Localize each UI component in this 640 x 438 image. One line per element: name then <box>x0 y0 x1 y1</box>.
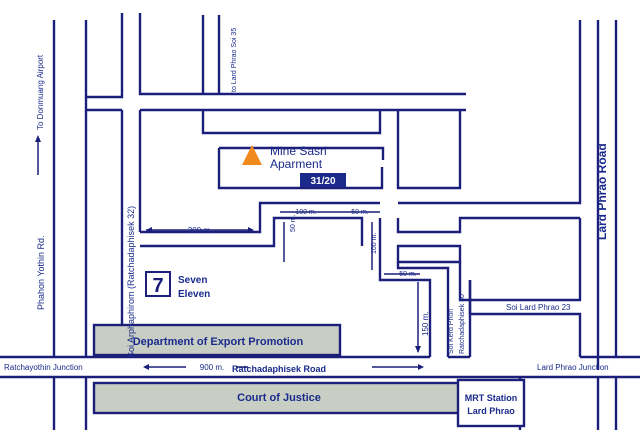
dist-head-900c <box>418 364 424 370</box>
label-soi-lard-phrao-23: Soi Lard Phrao 23 <box>506 303 571 312</box>
label-phahon-yothin: Phahon Yothin Rd. <box>36 235 46 310</box>
dist-100a: 100 m. <box>295 209 316 216</box>
road-block-loop <box>217 148 384 190</box>
label-soi-kerd-phon: Soi Kerd Phon <box>448 309 455 354</box>
road-soi-lard-phrao-23-bottom <box>468 280 582 357</box>
building-mrt <box>456 378 526 428</box>
dist-head-900a <box>143 364 149 370</box>
label-soi-arphaphirom: Soi Arphaphirom (Ratchadaphisek 32) <box>126 206 136 358</box>
building-court <box>92 381 466 415</box>
dist-head-200b <box>248 227 254 233</box>
road-soi-arphaphirom-east <box>138 13 466 96</box>
seven-eleven-logo-icon: 7 <box>145 271 171 297</box>
label-court: Court of Justice <box>237 392 321 404</box>
label-lard-phrao-junction: Lard Phrao Junction <box>537 363 609 372</box>
dist-head-150 <box>415 346 421 353</box>
dist-900: 900 m. <box>200 363 224 372</box>
road-left-lower <box>140 216 364 248</box>
road-soi-arphaphirom-west <box>86 13 124 99</box>
dist-50b: 50 m. <box>290 214 297 232</box>
road-block-inner <box>219 146 385 160</box>
road-right-box <box>396 244 462 264</box>
apartment-marker-icon <box>242 145 262 165</box>
label-dept-export: Department of Export Promotion <box>133 336 304 348</box>
apartment-number-badge <box>300 173 346 187</box>
road-block-top <box>201 110 382 135</box>
road-block-right <box>396 110 462 190</box>
road-block-bottom <box>140 201 380 234</box>
road-vertical-150-east <box>396 262 450 357</box>
dist-head-200a <box>146 227 152 233</box>
label-ratchadaphisek-road: Ratchadaphisek Road <box>232 364 326 374</box>
dist-50a: 50 m. <box>351 209 369 216</box>
road-network <box>0 13 640 430</box>
building-dept-export <box>92 323 342 357</box>
seven-eleven-line1: Seven <box>178 275 207 286</box>
label-ratchayothin-junction: Ratchayothin Junction <box>4 363 83 372</box>
label-to-donmuang: To Donmuang Airport <box>36 54 45 130</box>
dist-200: 200 m. <box>188 226 212 235</box>
dist-150: 150 m. <box>421 312 430 336</box>
road-right-mid <box>398 20 582 205</box>
apartment-name-line1: Mine Sasri <box>270 144 327 158</box>
arrow-head-to-donmuang <box>35 135 41 142</box>
dist-100b: 100 m. <box>371 233 378 254</box>
label-to-lard-phrao-35: to Lard Phrao Soi 35 <box>231 28 238 92</box>
label-lard-phrao-road: Lard Phrao Road <box>595 143 609 240</box>
dist-50c: 50 m. <box>399 271 417 278</box>
seven-eleven-line2: Eleven <box>178 289 210 300</box>
road-vertical-150-west <box>378 218 432 357</box>
apartment-number: 31/20 <box>310 176 335 187</box>
road-soi-lard-phrao-23-top <box>458 218 582 302</box>
label-mrt-line1: MRT Station <box>465 393 518 403</box>
label-ratchadaphisek-30: Ratchadaphisek 30 <box>459 294 466 354</box>
apartment-name-line2: Aparment <box>270 157 323 171</box>
distance-markers: 200 m. 100 m. 50 m. 50 m. 100 m. 50 m. 1… <box>143 209 430 372</box>
seven-eleven-logo-text: 7 <box>152 275 163 297</box>
label-mrt-line2: Lard Phrao <box>467 406 515 416</box>
road-right-mid2 <box>396 216 580 234</box>
